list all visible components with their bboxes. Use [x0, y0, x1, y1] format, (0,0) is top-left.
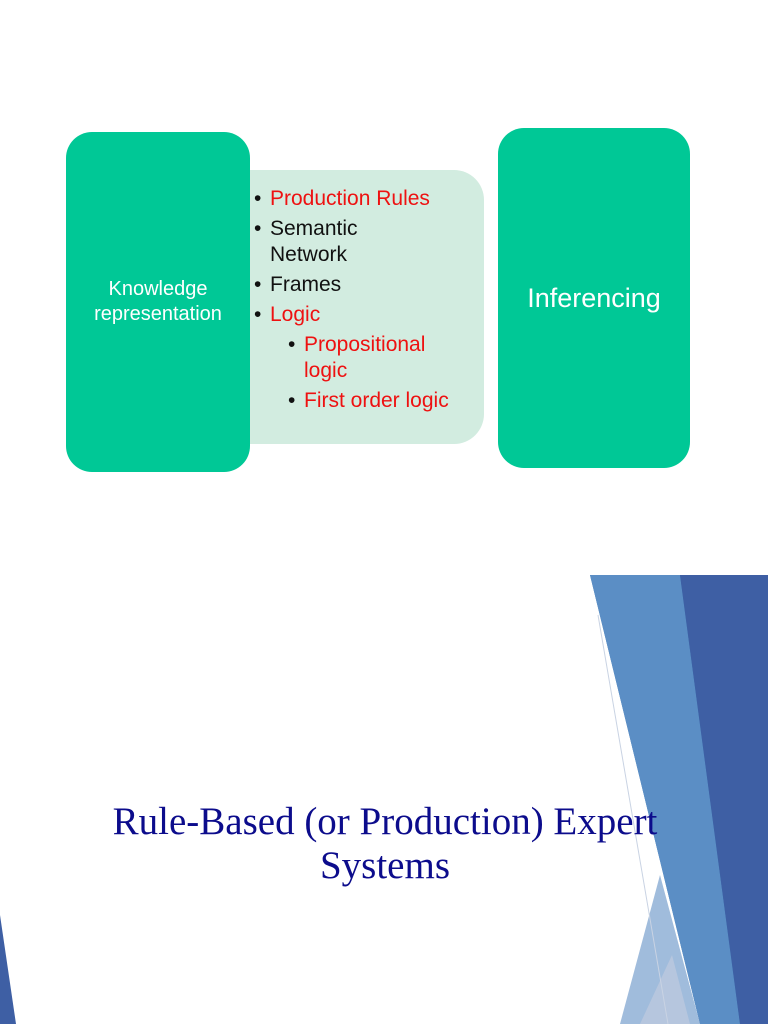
title-line: Rule-Based (or Production) Expert: [112, 800, 658, 843]
knowledge-representation-label: Knowledge representation: [94, 278, 222, 325]
title-line: Systems: [319, 844, 451, 887]
list-item: Production Rules: [252, 186, 454, 212]
sub-list-item: Propositional logic: [286, 332, 454, 384]
sub-list: Propositional logic First order logic: [270, 332, 454, 414]
list-item: Logic Propositional logic First order lo…: [252, 302, 454, 414]
list-item-label: Production Rules: [270, 187, 430, 210]
deco-shape-lower-light: [640, 955, 690, 1024]
list-item-label: Logic: [270, 303, 321, 326]
representation-list: Production Rules Semantic Network Frames…: [252, 186, 454, 418]
knowledge-representation-box: Knowledge representation: [66, 132, 250, 472]
deco-shape-right: [680, 575, 768, 1024]
list-item-label: Frames: [270, 273, 342, 296]
inferencing-box: Inferencing: [498, 128, 690, 468]
sub-list-item-label: First order logic: [304, 389, 449, 412]
list-item: Semantic Network: [252, 216, 454, 268]
sub-list-item: First order logic: [286, 388, 454, 414]
deco-line: [597, 614, 669, 1024]
title-slide: Rule-Based (or Production) Expert System…: [0, 575, 768, 1024]
deco-shape-mid: [590, 575, 740, 1024]
sub-list-item-label: Propositional logic: [304, 333, 426, 382]
list-item: Frames: [252, 272, 454, 298]
diagram-slide: Knowledge representation Production Rule…: [0, 0, 768, 540]
deco-corner-left: [0, 915, 16, 1024]
slide-title: Rule-Based (or Production) Expert System…: [60, 800, 710, 888]
list-item-label: Semantic Network: [270, 217, 358, 266]
decorative-shapes: [0, 575, 768, 1024]
inferencing-label: Inferencing: [527, 282, 661, 313]
